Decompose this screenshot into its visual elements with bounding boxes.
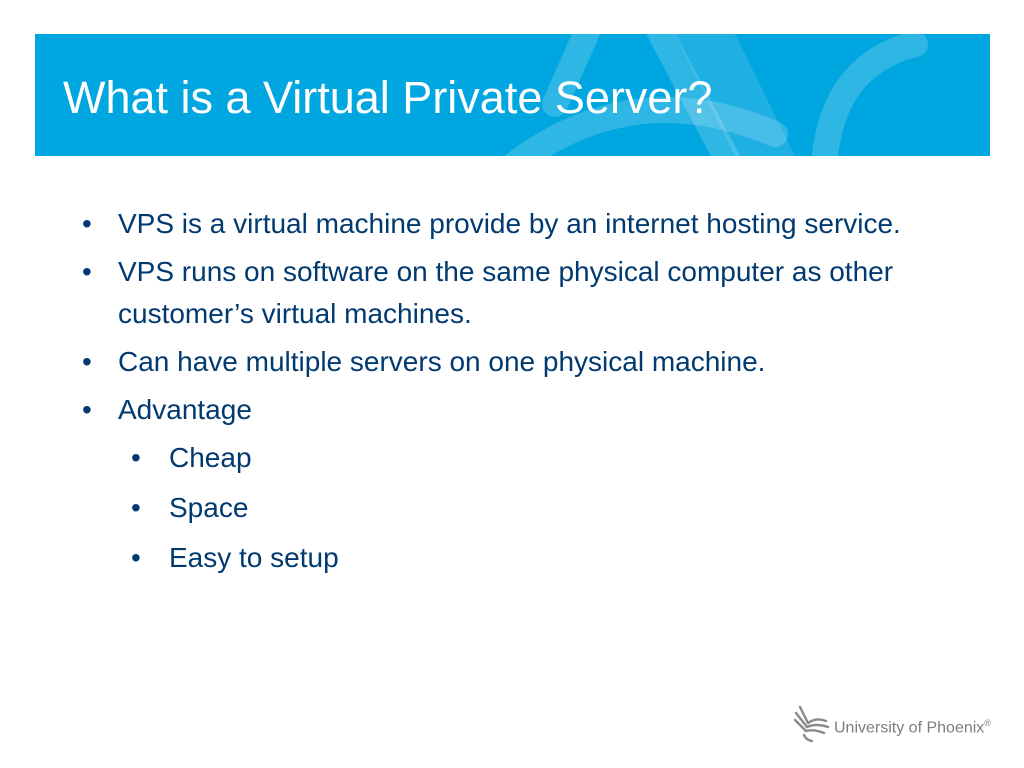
sub-bullet-item: • Easy to setup (80, 537, 990, 579)
bullet-dot: • (82, 208, 92, 239)
logo-text: University of Phoenix® (834, 718, 991, 737)
bullet-text: Can have multiple servers on one physica… (118, 346, 766, 377)
sub-bullet-item: • Space (80, 487, 990, 529)
sub-bullet-text: Space (169, 492, 249, 523)
bullet-text: VPS is a virtual machine provide by an i… (118, 208, 901, 239)
sub-bullet-text: Cheap (169, 442, 252, 473)
bullet-dot: • (82, 394, 92, 425)
slide-title: What is a Virtual Private Server? (63, 72, 713, 123)
phoenix-watermark-icon (504, 34, 928, 156)
university-logo: University of Phoenix® (792, 703, 992, 743)
bullet-item: • Advantage (80, 389, 990, 431)
sub-bullet-text: Easy to setup (169, 542, 339, 573)
bullet-text: VPS runs on software on the same physica… (118, 256, 894, 329)
bullet-item: • VPS is a virtual machine provide by an… (80, 203, 990, 245)
bullet-item: • Can have multiple servers on one physi… (80, 341, 990, 383)
bullet-text: Advantage (118, 394, 252, 425)
bullet-item: • VPS runs on software on the same physi… (80, 251, 990, 335)
bullet-dot: • (82, 256, 92, 287)
bullet-dot: • (82, 346, 92, 377)
bullet-dot: • (131, 442, 141, 473)
phoenix-bird-icon (793, 705, 830, 743)
bullet-dot: • (131, 542, 141, 573)
bullet-list: • VPS is a virtual machine provide by an… (80, 203, 990, 587)
sub-bullet-item: • Cheap (80, 437, 990, 479)
title-banner: What is a Virtual Private Server? (35, 34, 990, 156)
bullet-dot: • (131, 492, 141, 523)
